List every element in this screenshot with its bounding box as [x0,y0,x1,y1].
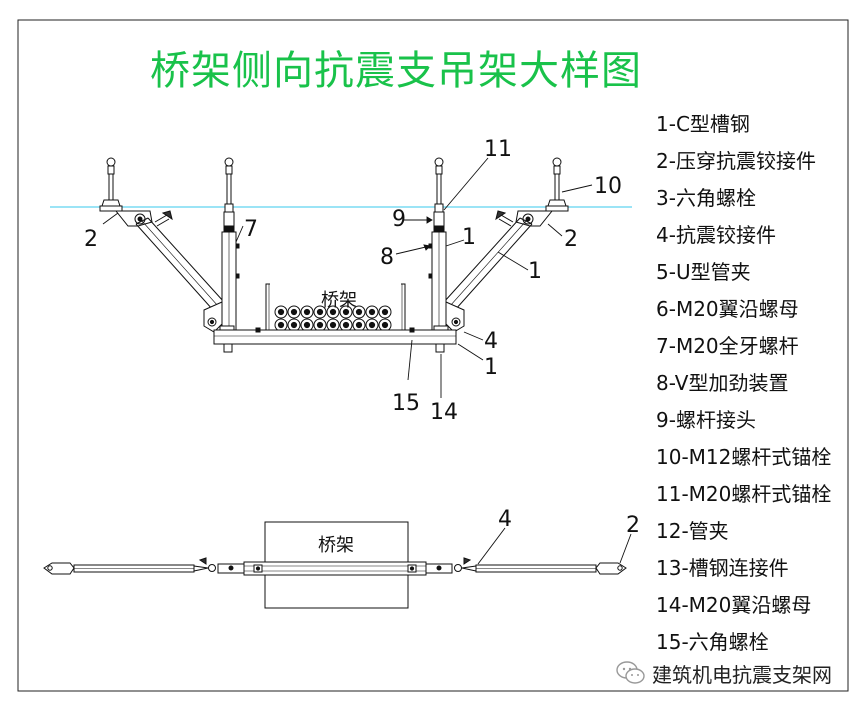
legend-item-15: 15-六角螺栓 [656,630,769,654]
plan-center-channel [217,561,453,576]
plan-right-brace [454,557,627,575]
left-top-hinge [114,210,173,227]
callout-1-upper: 1 [462,225,476,250]
legend-item-8: 8-V型加劲装置 [656,371,789,395]
callout-2-right: 2 [564,227,578,252]
left-outer-anchor [99,157,123,212]
legend-item-5: 5-U型管夹 [656,260,751,284]
right-bottom-hinge [441,301,465,333]
watermark-text: 建筑机电抗震支架网 [652,662,832,687]
right-diagonal-brace [443,217,533,311]
callout-7: 7 [244,217,258,242]
callout-1-brace: 1 [528,259,542,284]
cable-tray-walls [265,283,406,330]
legend-item-2: 2-压穿抗震铰接件 [656,149,816,173]
legend-item-9: 9-螺杆接头 [656,408,756,432]
right-vertical-hanger [428,157,447,331]
left-vertical-hanger [221,157,240,331]
callout-8: 8 [380,245,394,270]
drawing-border [17,19,849,692]
callout-11: 11 [484,137,512,162]
callout-14: 14 [430,400,458,425]
leader-lines [102,157,593,398]
tray-label-elevation: 桥架 [321,290,357,311]
callout-2-left: 2 [84,227,98,252]
legend-item-6: 6-M20翼沿螺母 [656,297,799,321]
callout-1-lower: 1 [484,355,498,380]
legend-item-10: 10-M12螺杆式锚栓 [656,445,832,469]
plan-view [43,521,632,609]
plan-left-brace [43,557,216,575]
elevation-view [99,157,593,398]
cable-bundle [274,305,392,332]
legend-item-13: 13-槽钢连接件 [656,556,789,580]
callout-9: 9 [392,207,406,232]
callout-4: 4 [484,329,498,354]
legend-item-4: 4-抗震铰接件 [656,223,776,247]
legend-item-14: 14-M20翼沿螺母 [656,593,812,617]
legend-item-7: 7-M20全牙螺杆 [656,334,799,358]
callout-10: 10 [594,174,622,199]
right-outer-anchor [545,157,569,212]
wechat-icon [616,661,645,684]
legend-item-1: 1-C型槽钢 [656,112,750,136]
legend-item-11: 11-M20螺杆式锚栓 [656,482,832,506]
callout-4-plan: 4 [498,507,512,532]
right-top-hinge [495,210,554,227]
left-diagonal-brace [135,217,225,311]
legend-item-12: 12-管夹 [656,519,729,543]
bottom-c-channel [213,325,457,353]
watermark: 建筑机电抗震支架网 [616,658,832,688]
callout-15: 15 [392,391,420,416]
drawing-title: 桥架侧向抗震支吊架大样图 [150,48,642,94]
callout-2-plan: 2 [626,513,640,538]
tray-label-plan: 桥架 [318,535,354,556]
legend-item-3: 3-六角螺栓 [656,186,756,210]
